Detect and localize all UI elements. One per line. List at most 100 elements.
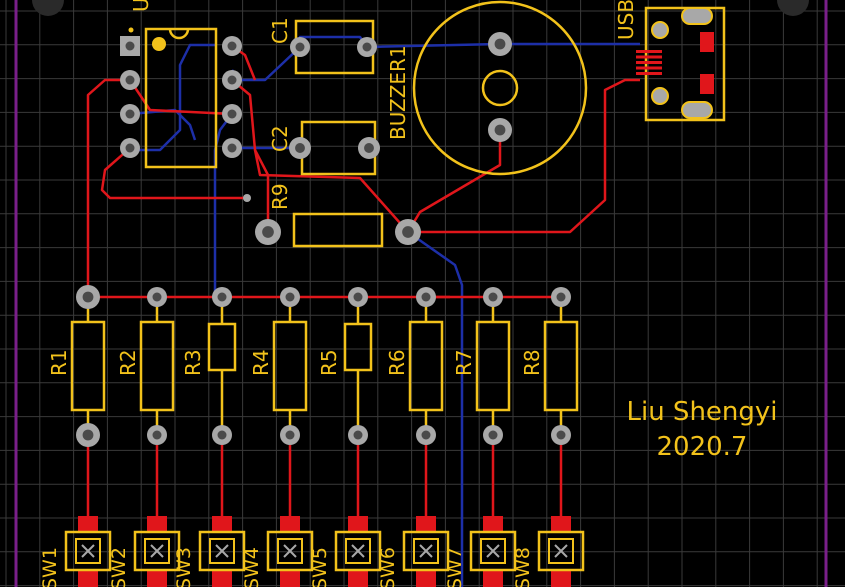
pad-hole <box>421 292 431 302</box>
resistor-body <box>70 320 106 412</box>
author-label: Liu Shengyi <box>626 397 777 427</box>
switch-body <box>469 530 517 572</box>
pad-hole <box>285 292 295 302</box>
resistor-label: R6 <box>385 349 409 376</box>
switch-label: SW3 <box>173 547 195 587</box>
switch-mark <box>150 544 164 558</box>
pad-hole <box>421 430 431 440</box>
r9-label: R9 <box>268 183 292 210</box>
switch-body <box>402 530 450 572</box>
ic-u1: U <box>128 0 218 169</box>
top-trace <box>86 78 130 297</box>
switch-label: SW5 <box>309 547 331 587</box>
ic-u1-label: U <box>129 0 153 12</box>
resistor-body <box>343 322 373 372</box>
resistor-label: R3 <box>181 349 205 376</box>
pad-hole <box>488 430 498 440</box>
switch-mark <box>351 544 365 558</box>
pad-hole <box>494 38 506 50</box>
top-trace <box>128 79 233 116</box>
switch-label: SW2 <box>108 547 130 587</box>
resistor-body <box>207 322 237 372</box>
top-trace <box>253 149 409 233</box>
switch-pad <box>483 570 503 587</box>
usb-pin <box>636 61 662 64</box>
switch-mark <box>215 544 229 558</box>
usb-shell-hole <box>651 21 669 39</box>
mounting-hole-right <box>777 0 809 16</box>
switch-actuator <box>480 538 506 564</box>
switch-actuator <box>277 538 303 564</box>
usb-signal-pins <box>636 50 662 75</box>
switch-actuator <box>75 538 101 564</box>
buzzer-outline <box>412 0 588 176</box>
top-trace <box>100 147 247 200</box>
usb-smd-pad <box>700 32 714 52</box>
switch-mark <box>81 544 95 558</box>
switch-body <box>537 530 585 572</box>
resistor-label: R7 <box>452 349 476 376</box>
resistor-body <box>475 320 511 412</box>
pad-hole <box>125 75 135 85</box>
resistor-body <box>408 320 444 412</box>
pad-hole <box>82 429 94 441</box>
resistor-label: R2 <box>116 349 140 376</box>
switch-mark <box>419 544 433 558</box>
c1-label: C1 <box>268 17 292 44</box>
switch-actuator <box>413 538 439 564</box>
usb-pin <box>636 50 662 53</box>
bottom-trace <box>129 108 197 141</box>
mounting-hole-left <box>32 0 64 16</box>
pad-hole <box>152 430 162 440</box>
ic-u1-body <box>144 27 218 169</box>
switch-pad <box>551 516 571 532</box>
ic-u1-dot <box>128 27 134 33</box>
ic-u1-pin1-marker <box>152 37 166 51</box>
switch-label: SW8 <box>512 547 534 587</box>
switch-pad <box>483 516 503 532</box>
pad-hole <box>402 226 414 238</box>
switch-pad <box>416 570 436 587</box>
usb-shell-pad <box>681 101 713 119</box>
resistor-body <box>543 320 579 412</box>
switch-label: SW7 <box>444 547 466 587</box>
switch-pad <box>78 516 98 532</box>
bottom-trace <box>407 230 464 587</box>
switch-pad <box>348 570 368 587</box>
usb-shell-pad <box>681 7 713 25</box>
pad-hole <box>227 41 237 51</box>
pad-hole <box>364 143 374 153</box>
resistor-label: R1 <box>47 349 71 376</box>
switch-pad <box>78 570 98 587</box>
pad-hole <box>125 143 135 153</box>
switch-label: SW6 <box>377 547 399 587</box>
switch-body <box>64 530 112 572</box>
pad-hole <box>217 292 227 302</box>
switch-pad <box>348 516 368 532</box>
pad-hole <box>82 291 94 303</box>
c2-label: C2 <box>268 125 292 152</box>
pad-hole <box>125 109 135 119</box>
pad-hole <box>227 143 237 153</box>
component-pads <box>76 32 571 447</box>
switch-body <box>198 530 246 572</box>
switch-pad <box>212 516 232 532</box>
switch-pad <box>551 570 571 587</box>
pad-hole <box>362 42 372 52</box>
pad-hole <box>227 109 237 119</box>
ic-u1-notch <box>168 28 190 40</box>
switch-actuator <box>548 538 574 564</box>
switch-pad <box>212 570 232 587</box>
switch-pad <box>416 516 436 532</box>
via <box>243 194 251 202</box>
pad-hole <box>295 42 305 52</box>
bottom-trace <box>130 43 215 152</box>
resistor-body <box>139 320 175 412</box>
pad-hole <box>488 292 498 302</box>
buzzer-center-mark <box>481 69 519 107</box>
pad-hole <box>227 75 237 85</box>
switch-body <box>266 530 314 572</box>
